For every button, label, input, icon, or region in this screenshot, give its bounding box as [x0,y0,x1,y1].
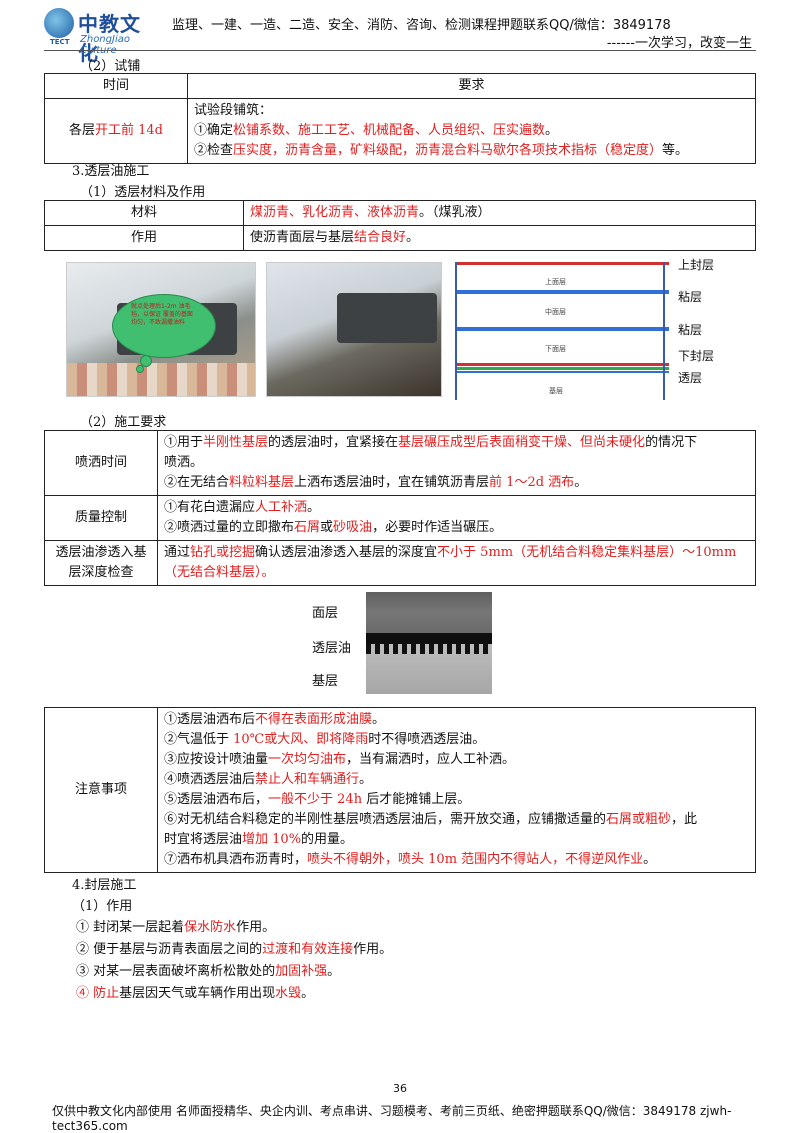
quality-control-cell: ①有花白遗漏应人工补洒。 ②喷洒过量的立即撒布石屑或砂吸油，必要时作适当碾压。 [157,495,756,541]
seal-subheading: （1）作用 [72,899,133,914]
cross-section-photo [366,592,492,694]
base-top-line [455,371,669,373]
prime-subheading: （1）透层材料及作用 [80,185,206,200]
notes-table: 注意事项 ①透层油洒布后不得在表面形成油膜。 ②气温低于 10℃或大风、即将降雨… [44,707,756,873]
pavement-layer-diagram: 上面层 中面层 下面层 基层 [455,262,669,400]
prime-line [455,367,669,370]
upper-seal-line [455,262,669,265]
callout-dot [140,355,152,367]
label-tack-2: 粘层 [678,323,703,337]
xsec-base-label: 基层 [312,674,339,689]
seal-item-3: ③ 对某一层表面破坏离析松散处的加固补强。 [76,964,341,979]
brand-name: 中教文化 [78,12,141,65]
truck-shape [337,293,437,343]
layer-middle-label: 中面层 [545,308,566,316]
brand-tag: TECT [50,38,70,46]
header-divider [44,50,756,51]
trial-table: 时间 要求 各层开工前 14d 试验段铺筑： ①确定松铺系数、施工工艺、机械配备… [44,73,756,164]
brand-logo: 中教文化 ZhongJiao Culture TECT [44,8,160,65]
page-header: 中教文化 ZhongJiao Culture TECT 监理、一建、一造、二造、… [0,0,800,65]
spraying-photo [266,262,442,397]
requirements-table: 喷洒时间 ①用于半刚性基层的透层油时，宜紧接在基层碾压成型后表面稍变干燥、但尚未… [44,430,756,586]
tack-line-2 [455,327,669,331]
quality-control-label: 质量控制 [44,495,158,541]
tack-line-1 [455,290,669,294]
seal-item-1: ① 封闭某一层起着保水防水作用。 [76,920,276,935]
xsec-prime-label: 透层油 [312,641,352,656]
diagram-right-edge [663,262,665,400]
xsec-surface-label: 面层 [312,606,339,621]
photo-callout-text: 就点处理后1-2m 油毛毡，以保证 覆盖的基面均匀，不致漏撒油料 [131,303,193,326]
paper-strip [67,363,255,396]
seal-item-4: ④ 防止基层因天气或车辆作用出现水毁。 [76,986,315,1001]
layer-base-label: 基层 [549,387,563,395]
material-label: 材料 [44,200,244,226]
prime-material-table: 材料 煤沥青、乳化沥青、液体沥青。（煤乳液） 作用 使沥青面层与基层结合良好。 [44,200,756,251]
seal-heading: 4.封层施工 [72,878,137,893]
penetration-check-label: 透层油渗透入基层深度检查 [44,540,158,586]
page-footer: 仅供中教文化内部使用 名师面授精华、央企内训、考点串讲、习题模考、考前三页纸、绝… [52,1104,732,1133]
trial-requirement-cell: 试验段铺筑： ①确定松铺系数、施工工艺、机械配备、人员组织、压实遍数。 ②检查压… [187,98,756,164]
page-number: 36 [393,1082,407,1095]
col-time-header: 时间 [44,73,188,99]
requirements-heading: （2）施工要求 [80,415,167,430]
col-requirement-header: 要求 [187,73,756,99]
layer-lower-label: 下面层 [545,345,566,353]
trial-time-cell: 各层开工前 14d [44,98,188,164]
function-label: 作用 [44,225,244,251]
header-slogan: ------一次学习，改变一生 [606,36,752,51]
spray-time-label: 喷洒时间 [44,430,158,496]
material-value: 煤沥青、乳化沥青、液体沥青。（煤乳液） [243,200,756,226]
prime-heading: 3.透层油施工 [72,164,150,179]
notes-label: 注意事项 [44,707,158,873]
label-lower-seal: 下封层 [678,349,715,363]
notes-cell: ①透层油洒布后不得在表面形成油膜。 ②气温低于 10℃或大风、即将降雨时不得喷洒… [157,707,756,873]
header-notice: 监理、一建、一造、二造、安全、消防、咨询、检测课程押题联系QQ/微信：38491… [172,18,671,33]
photo-callout-bubble: 就点处理后1-2m 油毛毡，以保证 覆盖的基面均匀，不致漏撒油料 [112,294,216,358]
trial-heading: （2）试铺 [80,59,141,74]
function-value: 使沥青面层与基层结合良好。 [243,225,756,251]
label-upper-seal: 上封层 [678,258,715,272]
label-tack-1: 粘层 [678,290,703,304]
penetration-teeth [366,644,492,654]
logo-globe-icon [44,8,74,38]
diagram-left-edge [455,262,457,400]
lower-seal-line [455,363,669,366]
brand-subtitle: ZhongJiao Culture [80,34,130,56]
layer-upper-label: 上面层 [545,278,566,286]
spray-time-cell: ①用于半刚性基层的透层油时，宜紧接在基层碾压成型后表面稍变干燥、但尚未硬化的情况… [157,430,756,496]
callout-dot [136,365,144,373]
penetration-check-cell: 通过钻孔或挖掘确认透层油渗透入基层的深度宜不小于 5mm（无机结合料稳定集料基层… [157,540,756,586]
label-prime: 透层 [678,371,703,385]
seal-item-2: ② 便于基层与沥青表面层之间的过渡和有效连接作用。 [76,942,393,957]
